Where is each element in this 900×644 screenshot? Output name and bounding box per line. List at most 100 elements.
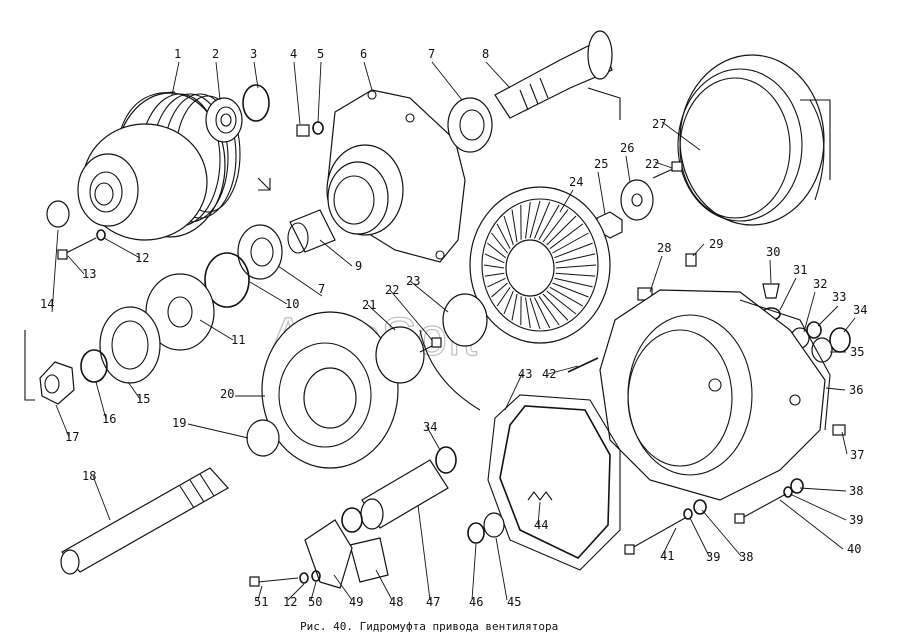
callout-24: 24 (569, 175, 583, 189)
callout-43: 43 (518, 367, 532, 381)
washer-16 (81, 350, 107, 382)
callout-13: 13 (82, 267, 96, 281)
leader-line (250, 282, 287, 304)
leader-line (418, 505, 430, 600)
callout-50: 50 (308, 595, 322, 609)
callout-7: 7 (428, 47, 435, 61)
leader-line (598, 172, 605, 214)
figure-caption: Рис. 40. Гидромуфта привода вентилятора (300, 620, 558, 633)
arrow-leftmost (25, 330, 35, 400)
spring-44 (528, 492, 552, 500)
bearing-2 (206, 98, 242, 142)
callout-3: 3 (250, 47, 257, 61)
callout-45: 45 (507, 595, 521, 609)
shaft-18 (61, 468, 228, 574)
callout-1: 1 (174, 47, 181, 61)
bolt-40 (735, 494, 786, 523)
flange-26 (621, 180, 653, 220)
callout-34: 34 (423, 420, 437, 434)
callout-2: 2 (212, 47, 219, 61)
plug-30 (763, 284, 779, 298)
ring-35 (812, 338, 832, 362)
callout-39: 39 (706, 550, 720, 564)
leader-line (496, 538, 507, 600)
leader-line (278, 266, 322, 296)
leader-line (188, 424, 248, 438)
flange-21 (376, 327, 424, 383)
stud-42 (568, 358, 598, 372)
leader-line (172, 62, 179, 95)
gasket-15 (100, 307, 160, 383)
callout-18: 18 (82, 469, 96, 483)
bushing-45 (484, 513, 504, 537)
callout-30: 30 (766, 245, 780, 259)
callout-11: 11 (231, 333, 245, 347)
callout-36: 36 (849, 383, 863, 397)
arrow-upper (588, 88, 620, 120)
callout-40: 40 (847, 542, 861, 556)
callout-38: 38 (739, 550, 753, 564)
callout-27: 27 (652, 117, 666, 131)
leader-line (780, 500, 843, 549)
leader-line (844, 318, 855, 332)
leader-line (650, 256, 662, 292)
leader-line (254, 62, 258, 88)
callout-35: 35 (850, 345, 864, 359)
leader-line (800, 488, 846, 491)
callout-21: 21 (362, 298, 376, 312)
callout-29: 29 (709, 237, 723, 251)
leader-line (486, 62, 510, 88)
nut-4 (297, 125, 309, 136)
callout-9: 9 (355, 259, 362, 273)
leader-line (790, 494, 846, 520)
callout-48: 48 (389, 595, 403, 609)
callout-42: 42 (542, 367, 556, 381)
leader-line (294, 62, 300, 124)
callout-28: 28 (657, 241, 671, 255)
leader-line (780, 278, 796, 310)
leader-line (770, 260, 771, 283)
callout-38: 38 (849, 484, 863, 498)
leader-line (320, 240, 352, 266)
bearing-7-upper (448, 98, 492, 152)
callout-49: 49 (349, 595, 363, 609)
callout-14: 14 (40, 297, 54, 311)
callout-12: 12 (283, 595, 297, 609)
callout-6: 6 (360, 47, 367, 61)
leader-line (432, 62, 462, 100)
callout-41: 41 (660, 549, 674, 563)
leader-line (804, 292, 815, 332)
bolt-41 (625, 518, 685, 554)
callout-26: 26 (620, 141, 634, 155)
turbine-20 (262, 312, 398, 468)
ring-34-lower (436, 447, 456, 473)
leader-line (216, 62, 220, 100)
callout-39: 39 (849, 513, 863, 527)
callout-23: 23 (406, 274, 420, 288)
callout-51: 51 (254, 595, 268, 609)
callout-25: 25 (594, 157, 608, 171)
callout-19: 19 (172, 416, 186, 430)
callout-4: 4 (290, 47, 297, 61)
bearing-7-lower (238, 225, 282, 279)
seal-14 (47, 201, 69, 227)
callout-22: 22 (385, 283, 399, 297)
leader-line (693, 244, 704, 256)
arrow-left (258, 178, 270, 190)
ring-34-right (830, 328, 850, 352)
callout-37: 37 (850, 448, 864, 462)
callout-46: 46 (469, 595, 483, 609)
cover-6 (327, 90, 465, 262)
washer-39-left (684, 509, 692, 519)
callout-12: 12 (135, 251, 149, 265)
spring-29 (686, 254, 696, 266)
shaft-8 (495, 31, 612, 118)
callout-34: 34 (853, 303, 867, 317)
callout-5: 5 (317, 47, 324, 61)
callout-31: 31 (793, 263, 807, 277)
callout-10: 10 (285, 297, 299, 311)
callout-32: 32 (813, 277, 827, 291)
impeller-24 (470, 187, 610, 343)
washer-38-right (791, 479, 803, 493)
